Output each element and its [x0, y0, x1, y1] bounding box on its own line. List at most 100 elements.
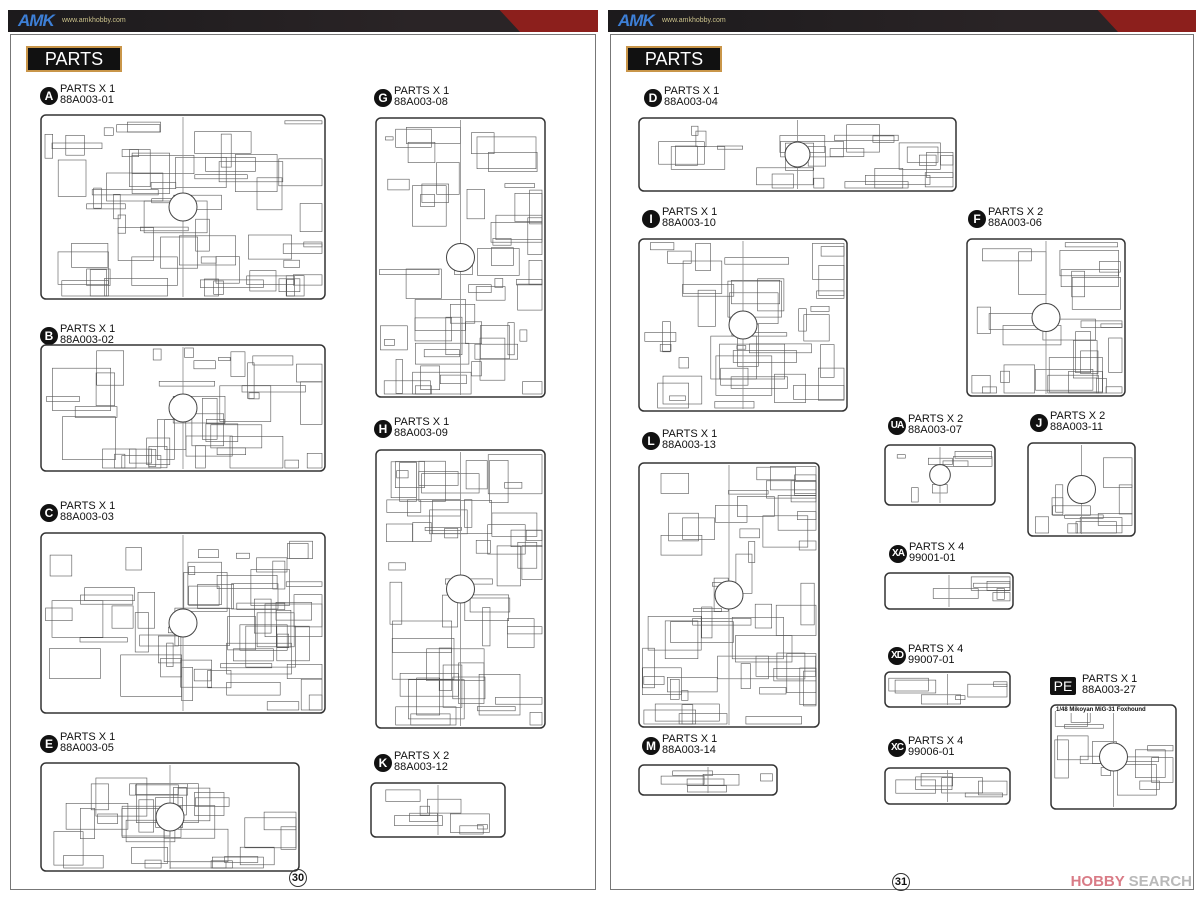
- sprue-pe: 1/48 Mikoyan MiG-31 Foxhound: [1050, 704, 1177, 815]
- parts-code: 88A003-09: [394, 427, 448, 439]
- pe-fret-title: 1/48 Mikoyan MiG-31 Foxhound: [1056, 707, 1146, 713]
- parts-quantity: PARTS X 2: [394, 750, 450, 762]
- parts-quantity: PARTS X 2: [908, 413, 964, 425]
- parts-quantity: PARTS X 2: [988, 206, 1044, 218]
- part-letter-badge: C: [40, 504, 58, 522]
- parts-quantity: PARTS X 1: [60, 323, 116, 335]
- part-letter-badge: XD: [888, 647, 906, 665]
- parts-code: 88A003-27: [1082, 684, 1136, 696]
- sprue-drawing: [884, 671, 1011, 708]
- sprue-drawing: [638, 117, 957, 192]
- part-letter-badge: M: [642, 737, 660, 755]
- sprue-drawing: [884, 444, 996, 506]
- sprue-k: [370, 782, 506, 843]
- sprue-f: [966, 238, 1126, 402]
- part-letter-badge: J: [1030, 414, 1048, 432]
- parts-code: 88A003-08: [394, 96, 448, 108]
- parts-quantity: PARTS X 4: [908, 643, 964, 655]
- parts-code: 99006-01: [908, 746, 955, 758]
- part-letter-badge: E: [40, 735, 58, 753]
- website-url: www.amkhobby.com: [62, 17, 126, 24]
- page-number-left: 30: [289, 869, 307, 887]
- parts-code: 99001-01: [909, 552, 956, 564]
- parts-quantity: PARTS X 1: [1082, 673, 1138, 685]
- website-url: www.amkhobby.com: [662, 17, 726, 24]
- sprue-j: [1027, 442, 1136, 542]
- parts-code: 88A003-11: [1050, 421, 1104, 433]
- parts-code: 88A003-02: [60, 334, 114, 346]
- part-letter-badge: F: [968, 210, 986, 228]
- parts-code: 88A003-07: [908, 424, 962, 436]
- part-letter-badge: PE: [1050, 677, 1076, 695]
- parts-section-title: PARTS: [626, 46, 722, 72]
- part-letter-badge: H: [374, 420, 392, 438]
- sprue-drawing: [40, 344, 326, 472]
- parts-code: 88A003-10: [662, 217, 716, 229]
- parts-quantity: PARTS X 4: [909, 541, 965, 553]
- part-letter-badge: XA: [889, 545, 907, 563]
- parts-code: 88A003-13: [662, 439, 716, 451]
- page-header: AMK www.amkhobby.com: [8, 10, 598, 32]
- parts-code: 88A003-03: [60, 511, 114, 523]
- sprue-a: [40, 114, 326, 305]
- part-letter-badge: A: [40, 87, 58, 105]
- sprue-drawing: [638, 764, 778, 796]
- sprue-l: [638, 462, 820, 733]
- part-letter-badge: UA: [888, 417, 906, 435]
- hobby-search-watermark: HOBBY SEARCH: [1071, 873, 1192, 890]
- part-letter-badge: G: [374, 89, 392, 107]
- parts-code: 88A003-05: [60, 742, 114, 754]
- parts-quantity: PARTS X 1: [60, 500, 116, 512]
- parts-code: 88A003-04: [664, 96, 718, 108]
- sprue-drawing: [966, 238, 1126, 397]
- sprue-c: [40, 532, 326, 719]
- watermark-suffix: SEARCH: [1128, 873, 1192, 890]
- sprue-h: [375, 449, 546, 734]
- sprue-drawing: [375, 449, 546, 729]
- sprue-xc: [884, 767, 1011, 810]
- parts-code: 88A003-06: [988, 217, 1042, 229]
- sprue-ua: [884, 444, 996, 511]
- sprue-drawing: [638, 238, 848, 412]
- parts-quantity: PARTS X 1: [60, 731, 116, 743]
- sprue-drawing: [884, 767, 1011, 805]
- part-letter-badge: L: [642, 432, 660, 450]
- page-number-right: 31: [892, 873, 910, 891]
- watermark-brand: HOBBY: [1070, 873, 1125, 890]
- parts-quantity: PARTS X 1: [662, 733, 718, 745]
- sprue-drawing: [884, 572, 1014, 610]
- parts-quantity: PARTS X 1: [662, 428, 718, 440]
- sprue-drawing: [40, 532, 326, 714]
- parts-quantity: PARTS X 1: [60, 83, 116, 95]
- sprue-drawing: [375, 117, 546, 398]
- part-letter-badge: K: [374, 754, 392, 772]
- parts-quantity: PARTS X 1: [394, 85, 450, 97]
- parts-code: 88A003-01: [60, 94, 114, 106]
- sprue-m: [638, 764, 778, 801]
- parts-code: 99007-01: [908, 654, 955, 666]
- sprue-drawing: [1050, 704, 1177, 810]
- parts-code: 88A003-12: [394, 761, 448, 773]
- sprue-g: [375, 117, 546, 403]
- sprue-drawing: [40, 762, 300, 872]
- sprue-b: [40, 344, 326, 477]
- sprue-drawing: [638, 462, 820, 728]
- sprue-drawing: [370, 782, 506, 838]
- sprue-d: [638, 117, 957, 197]
- sprue-xd: [884, 671, 1011, 713]
- part-letter-badge: D: [644, 89, 662, 107]
